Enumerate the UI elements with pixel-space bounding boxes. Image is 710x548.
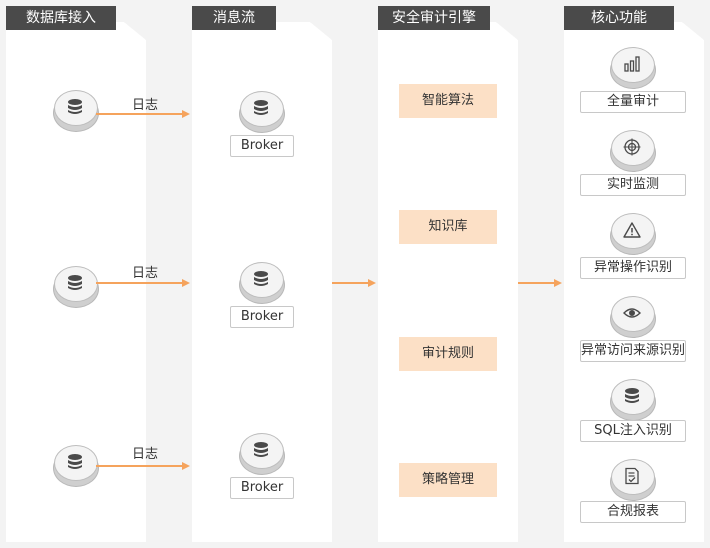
warning-icon bbox=[623, 222, 641, 238]
database-icon bbox=[625, 388, 639, 403]
database-icon bbox=[254, 100, 268, 115]
core-features-header: 核心功能 bbox=[564, 6, 674, 30]
target-icon bbox=[623, 138, 641, 156]
engine-item-smart-algorithm: 智能算法 bbox=[399, 84, 497, 118]
message-stream-header: 消息流 bbox=[192, 6, 276, 30]
broker-node-1 bbox=[240, 91, 284, 133]
source-database-3 bbox=[54, 445, 98, 487]
feature-label-realtime-monitor: 实时监测 bbox=[580, 174, 686, 196]
database-icon bbox=[254, 271, 268, 286]
broker-node-3 bbox=[240, 433, 284, 475]
feature-compliance-report-node bbox=[611, 459, 655, 501]
report-icon bbox=[625, 467, 639, 485]
feature-abnormal-source-node bbox=[611, 296, 655, 338]
feature-full-audit-node bbox=[611, 47, 655, 89]
log-arrow-3 bbox=[96, 462, 190, 470]
log-label-2: 日志 bbox=[131, 266, 158, 281]
source-database-1 bbox=[54, 90, 98, 132]
engine-item-knowledge-base: 知识库 bbox=[399, 210, 497, 244]
feature-label-compliance-report: 合规报表 bbox=[580, 501, 686, 523]
feature-label-sql-injection: SQL注入识别 bbox=[580, 420, 686, 442]
database-icon bbox=[68, 275, 82, 290]
security-engine-header: 安全审计引擎 bbox=[378, 6, 490, 30]
eye-icon bbox=[623, 308, 641, 318]
log-label-1: 日志 bbox=[131, 98, 158, 113]
database-icon bbox=[68, 99, 82, 114]
log-arrow-1 bbox=[96, 110, 190, 118]
broker-label-3: Broker bbox=[230, 477, 294, 499]
broker-label-2: Broker bbox=[230, 306, 294, 328]
bar-chart-icon bbox=[624, 56, 640, 72]
feature-realtime-monitor-node bbox=[611, 130, 655, 172]
stream-to-engine-arrow bbox=[332, 279, 376, 287]
database-icon bbox=[68, 454, 82, 469]
feature-abnormal-op-node bbox=[611, 213, 655, 255]
feature-label-abnormal-source: 异常访问来源识别 bbox=[580, 340, 686, 362]
database-icon bbox=[254, 442, 268, 457]
log-arrow-2 bbox=[96, 279, 190, 287]
engine-item-audit-rules: 审计规则 bbox=[399, 337, 497, 371]
broker-label-1: Broker bbox=[230, 135, 294, 157]
log-label-3: 日志 bbox=[131, 447, 158, 462]
broker-node-2 bbox=[240, 262, 284, 304]
db-access-header: 数据库接入 bbox=[6, 6, 116, 30]
source-database-2 bbox=[54, 266, 98, 308]
engine-to-features-arrow bbox=[518, 279, 562, 287]
feature-label-full-audit: 全量审计 bbox=[580, 91, 686, 113]
feature-sql-injection-node bbox=[611, 379, 655, 421]
engine-item-policy-management: 策略管理 bbox=[399, 463, 497, 497]
feature-label-abnormal-op: 异常操作识别 bbox=[580, 257, 686, 279]
